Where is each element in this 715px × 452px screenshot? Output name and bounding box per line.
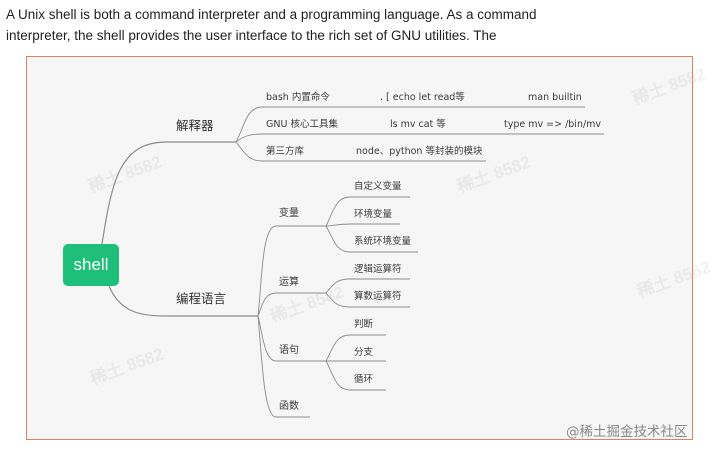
source-credit: @稀土掘金技术社区 [566,424,688,440]
intro-line-2: interpreter, the shell provides the user… [6,28,497,43]
node-bash-builtin: bash 内置命令 [266,92,330,103]
node-gnu-coreutils-detail: ls mv cat 等 [390,119,446,130]
node-variables: 变量 [279,208,299,219]
node-system-env-variables: 系统环境变量 [354,236,412,247]
node-bash-builtin-detail: . [ echo let read等 [380,92,465,103]
node-gnu-coreutils: GNU 核心工具集 [266,119,338,130]
node-third-party-detail: node、python 等封装的模块 [356,146,483,157]
node-operations: 运算 [279,277,299,288]
branch-interpreter: 解释器 [176,118,214,133]
node-bash-builtin-note: man builtin [528,92,582,103]
node-third-party: 第三方库 [266,146,305,157]
root-node-shell: shell [63,244,119,286]
node-statements: 语句 [279,345,299,356]
node-custom-variables: 自定义变量 [354,181,402,192]
intro-line-1: A Unix shell is both a command interpret… [6,7,537,22]
mindmap-frame [26,56,693,440]
intro-paragraph: A Unix shell is both a command interpret… [6,4,606,46]
branch-programming-language: 编程语言 [176,291,227,306]
node-logical-operators: 逻辑运算符 [354,264,402,275]
node-branch: 分支 [354,347,374,358]
node-gnu-coreutils-note: type mv => /bin/mv [504,119,602,130]
node-functions: 函数 [279,401,299,412]
node-condition: 判断 [354,319,374,330]
node-loop: 循环 [354,374,374,385]
node-env-variables: 环境变量 [354,209,393,220]
node-arithmetic-operators: 算数运算符 [354,291,402,302]
